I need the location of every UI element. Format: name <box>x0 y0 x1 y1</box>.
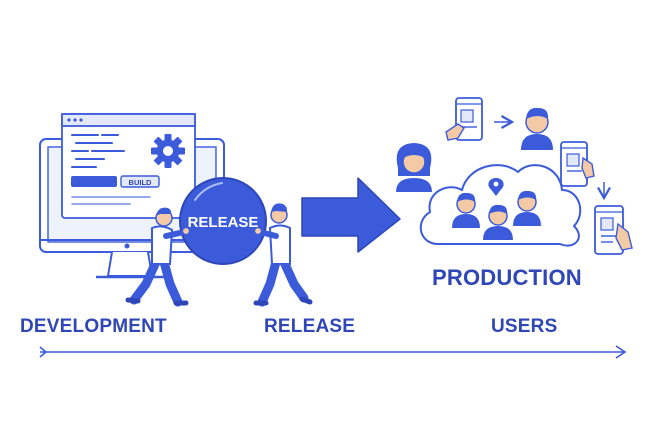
build-button-placeholder <box>71 176 117 187</box>
phone-icon-middle <box>560 141 595 187</box>
production-label: PRODUCTION <box>432 265 582 290</box>
user-avatar-group <box>452 178 541 240</box>
woman-avatar <box>396 143 432 192</box>
developer-person-right <box>253 203 313 307</box>
stage-label-release: RELEASE <box>264 316 356 337</box>
man-avatar <box>521 107 553 150</box>
stage-label-development: DEVELOPMENT <box>20 316 167 337</box>
release-ball <box>179 177 267 265</box>
build-button[interactable] <box>120 175 160 188</box>
stage-label-users: USERS <box>491 316 558 337</box>
big-arrow-icon <box>301 177 401 253</box>
code-window <box>61 113 196 219</box>
phone-icon-top <box>445 97 483 141</box>
timeline-arrow <box>39 345 627 359</box>
developer-person-left <box>125 207 191 307</box>
gear-icon <box>151 134 185 168</box>
build-button-label: BUILD <box>129 178 152 187</box>
ball-label: RELEASE <box>188 214 259 231</box>
phone-icon-bottom <box>594 205 633 255</box>
